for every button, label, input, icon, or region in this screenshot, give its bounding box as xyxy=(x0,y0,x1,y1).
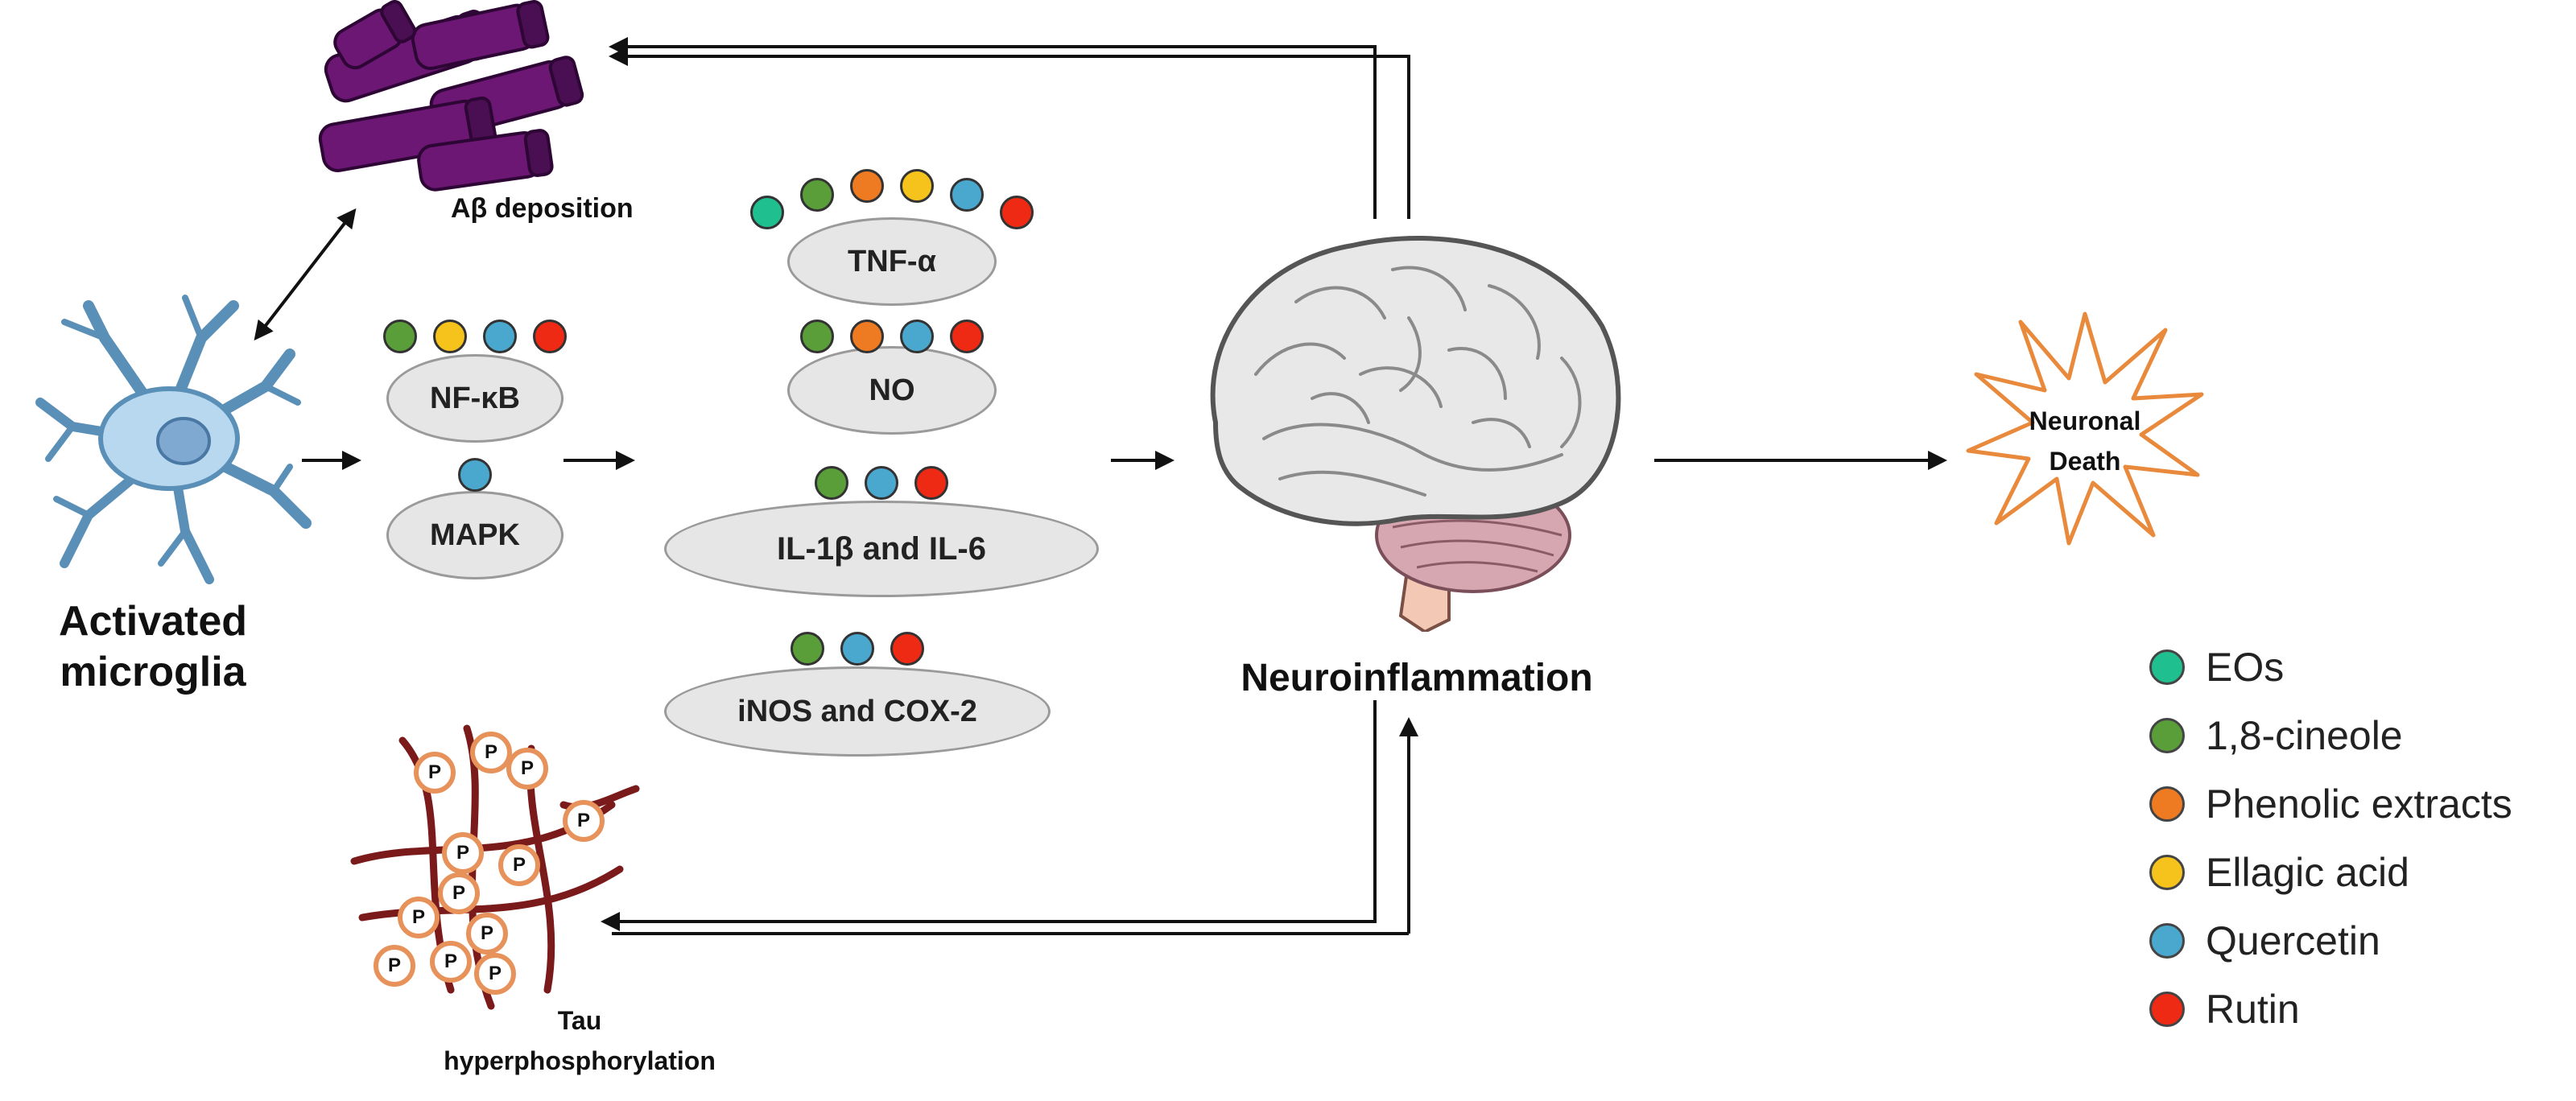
legend-item: Quercetin xyxy=(2149,918,2380,964)
tnf-label: TNF-α xyxy=(848,244,936,278)
tnf-compound-dot xyxy=(950,178,984,212)
inos-compound-dot xyxy=(890,632,924,666)
neuronal-death-label-line2: Death xyxy=(2049,447,2121,476)
microglia-cell-icon xyxy=(35,295,312,584)
legend-item: EOs xyxy=(2149,644,2284,691)
legend-label: Phenolic extracts xyxy=(2206,781,2512,827)
neuronal-death-label-line1: Neuronal xyxy=(2029,406,2141,435)
neuronal-death-starburst-icon xyxy=(1966,311,2204,546)
legend-label: Ellagic acid xyxy=(2206,850,2409,895)
no-compound-dot xyxy=(900,320,934,353)
tau-label-line1: Tau xyxy=(557,1006,602,1035)
nfkb-compound-dot xyxy=(383,320,417,353)
mapk-pill: MAPK xyxy=(386,491,564,579)
inos-compound-dot xyxy=(840,632,874,666)
phosphate-circle-icon: P xyxy=(563,800,605,842)
legend-label: EOs xyxy=(2206,645,2285,690)
microglia-label-line2: microglia xyxy=(60,649,246,695)
nfkb-compound-dot xyxy=(483,320,517,353)
il-label: IL-1β and IL-6 xyxy=(777,530,986,567)
tnf-compound-dot xyxy=(900,169,934,203)
nfkb-compound-dot xyxy=(533,320,567,353)
legend-label: 1,8-cineole xyxy=(2206,713,2403,758)
legend-swatch xyxy=(2149,992,2185,1027)
phosphate-circle-icon: P xyxy=(430,941,472,983)
phosphate-circle-icon: P xyxy=(398,897,440,938)
no-pill: NO xyxy=(787,346,997,435)
phosphate-circle-icon: P xyxy=(474,953,516,995)
tnf-pill: TNF-α xyxy=(787,217,997,306)
inos-compound-dot xyxy=(791,632,824,666)
no-compound-dot xyxy=(850,320,884,353)
phosphate-circle-icon: P xyxy=(506,748,548,790)
inos-label: iNOS and COX-2 xyxy=(737,694,977,728)
il-pill: IL-1β and IL-6 xyxy=(664,501,1099,597)
no-label: NO xyxy=(869,373,915,407)
no-compound-dot xyxy=(950,320,984,353)
legend-item: Ellagic acid xyxy=(2149,849,2409,896)
legend-swatch xyxy=(2149,649,2185,685)
no-compound-dot xyxy=(800,320,834,353)
phosphate-circle-icon: P xyxy=(466,913,508,955)
legend-swatch xyxy=(2149,923,2185,959)
il-compound-dot xyxy=(815,466,848,500)
mapk-compound-dot xyxy=(458,458,492,492)
legend-swatch xyxy=(2149,855,2185,890)
legend-item: Phenolic extracts xyxy=(2149,781,2512,827)
nfkb-compound-dot xyxy=(433,320,467,353)
neuroinflammation-label: Neuroinflammation xyxy=(1241,657,1593,699)
phosphate-circle-icon: P xyxy=(374,945,415,987)
legend-swatch xyxy=(2149,786,2185,822)
phosphate-circle-icon: P xyxy=(442,832,484,874)
microglia-label-line1: Activated xyxy=(58,598,248,645)
il-compound-dot xyxy=(865,466,898,500)
phosphate-circle-icon: P xyxy=(414,752,456,794)
abeta-label: Aβ deposition xyxy=(451,193,634,224)
tnf-compound-dot xyxy=(1000,196,1034,229)
tnf-compound-dot xyxy=(750,196,784,229)
legend-item: Rutin xyxy=(2149,986,2300,1033)
il-compound-dot xyxy=(914,466,948,500)
legend-label: Quercetin xyxy=(2206,918,2380,963)
abeta-fibrils-icon xyxy=(318,0,584,192)
inos-pill: iNOS and COX-2 xyxy=(664,666,1051,757)
legend-label: Rutin xyxy=(2206,987,2300,1032)
nfkb-label: NF-κB xyxy=(430,381,520,415)
brain-icon xyxy=(1210,236,1621,632)
phosphate-circle-icon: P xyxy=(470,732,512,773)
tnf-compound-dot xyxy=(850,169,884,203)
phosphate-circle-icon: P xyxy=(498,844,540,886)
nfkb-pill: NF-κB xyxy=(386,354,564,443)
tau-label-line2: hyperphosphorylation xyxy=(444,1046,716,1075)
phosphate-circle-icon: P xyxy=(438,872,480,914)
legend-item: 1,8-cineole xyxy=(2149,712,2403,759)
tnf-compound-dot xyxy=(800,178,834,212)
legend-swatch xyxy=(2149,718,2185,753)
mapk-label: MAPK xyxy=(430,518,520,552)
